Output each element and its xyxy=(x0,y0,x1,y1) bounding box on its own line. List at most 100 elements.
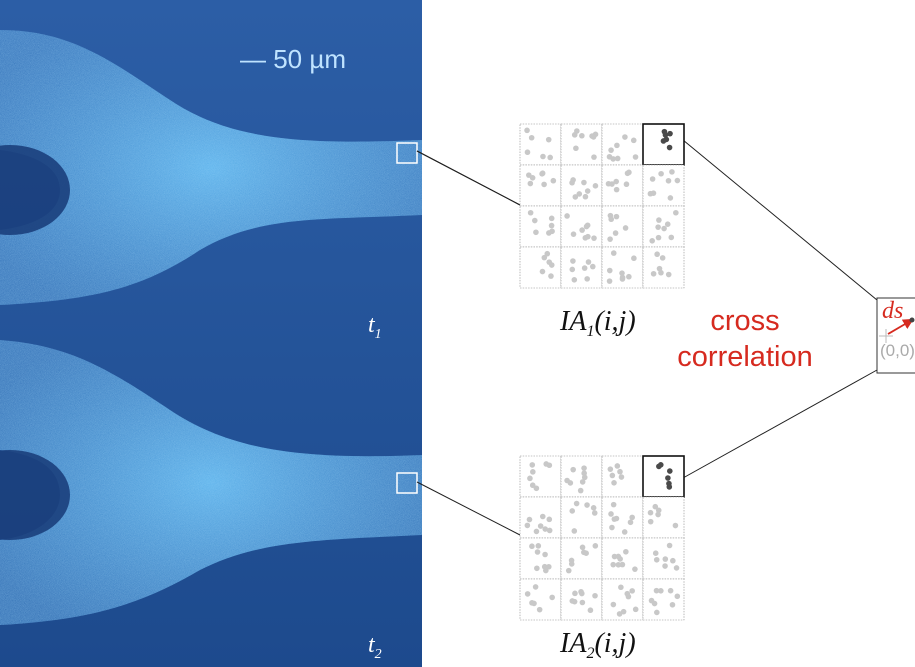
dark-lobe-2 xyxy=(0,450,70,540)
particle-dot xyxy=(524,591,531,597)
peak-marker xyxy=(909,317,915,323)
particle-dot xyxy=(662,556,669,562)
particle-dot xyxy=(629,514,635,521)
particle-dot xyxy=(539,513,546,520)
particle-dot xyxy=(608,147,614,153)
particle-dot xyxy=(610,501,617,508)
particle-dot xyxy=(614,463,621,469)
particle-dot xyxy=(605,180,612,187)
particle-dot xyxy=(669,169,675,175)
particle-dot xyxy=(611,479,617,486)
particle-dot xyxy=(579,132,585,139)
particle-dot xyxy=(625,593,632,600)
particle-dot xyxy=(661,225,667,232)
particle-dot xyxy=(585,233,591,240)
particle-dot xyxy=(570,231,577,237)
displacement-vector xyxy=(887,318,914,335)
particle-dot xyxy=(632,606,639,613)
particle-dot xyxy=(579,544,586,551)
particle-dot xyxy=(665,271,672,278)
particle-dot xyxy=(530,469,536,475)
particle-dot xyxy=(667,195,674,201)
particle-dot xyxy=(579,599,586,606)
particle-dot xyxy=(662,132,669,138)
particle-dot xyxy=(572,194,579,200)
connector-ia2-to-result xyxy=(682,369,878,479)
particle-dot xyxy=(647,509,654,516)
particle-dot xyxy=(585,259,592,265)
particle-dot xyxy=(673,209,679,216)
particle-dot xyxy=(533,528,540,535)
particle-dot xyxy=(674,177,681,184)
particle-dot xyxy=(592,543,599,549)
particle-dot xyxy=(655,511,661,518)
particle-dot xyxy=(610,561,617,568)
particle-dot xyxy=(590,505,597,511)
particle-dot xyxy=(622,134,628,140)
particle-dot xyxy=(581,474,588,481)
particle-dot xyxy=(590,134,597,140)
particle-dot xyxy=(543,461,550,467)
particle-dot xyxy=(587,607,594,614)
particle-dot xyxy=(666,484,673,490)
particle-dot xyxy=(619,274,626,281)
particle-dot xyxy=(569,508,576,514)
particle-dot xyxy=(584,276,590,282)
particle-dot xyxy=(649,238,655,244)
channel-t1-grain xyxy=(0,30,422,305)
particle-dot xyxy=(527,475,533,482)
particle-dot xyxy=(623,548,629,555)
particle-dot xyxy=(674,593,681,600)
micrograph: — 50 µm t1 t2 xyxy=(0,0,422,667)
particle-dot xyxy=(591,154,597,160)
particle-dot xyxy=(613,186,620,193)
particle-dot xyxy=(576,191,583,197)
particle-dot xyxy=(652,503,659,510)
particle-dot xyxy=(619,561,626,568)
particle-dot xyxy=(565,567,572,574)
particle-dot xyxy=(571,132,578,138)
particle-dot xyxy=(528,134,535,141)
particle-dot xyxy=(630,137,637,144)
particle-dot xyxy=(654,609,660,616)
particle-dot xyxy=(607,236,613,242)
particle-dot xyxy=(663,136,670,143)
particle-dot xyxy=(544,250,551,257)
ia2-grid xyxy=(519,455,685,621)
particle-dot xyxy=(615,561,622,568)
particle-dot xyxy=(548,262,555,268)
particle-dot xyxy=(531,217,538,224)
connector-t1-bottom xyxy=(416,150,521,206)
particle-dot xyxy=(592,592,598,599)
particle-dot xyxy=(649,176,656,182)
particle-dot xyxy=(581,549,587,556)
particle-dot xyxy=(669,601,676,608)
particle-dot xyxy=(614,155,621,162)
particle-dot xyxy=(607,466,614,472)
ia-cell xyxy=(642,246,685,289)
channel-t2-grain xyxy=(0,340,422,625)
particle-dot xyxy=(611,516,618,522)
particle-dot xyxy=(524,149,531,156)
particle-dot xyxy=(534,549,541,555)
particle-dot xyxy=(606,267,613,274)
particle-dot xyxy=(546,516,553,523)
particle-dot xyxy=(672,522,679,529)
ia-cell xyxy=(519,578,562,621)
particle-dot xyxy=(548,273,554,279)
particle-dot xyxy=(658,269,664,276)
particle-dot xyxy=(540,153,546,160)
particle-dot xyxy=(611,553,618,560)
particle-dot xyxy=(655,224,661,230)
particle-dot xyxy=(608,216,615,223)
particle-dot xyxy=(613,178,620,185)
ia-cell xyxy=(519,246,562,289)
particle-dot xyxy=(647,518,654,525)
particle-dot xyxy=(527,180,534,187)
particle-dot xyxy=(582,193,589,200)
particle-dot xyxy=(655,507,662,514)
result-box xyxy=(876,297,915,374)
particle-dot xyxy=(527,209,534,216)
particle-dot xyxy=(668,234,675,241)
particle-dot xyxy=(667,587,674,594)
